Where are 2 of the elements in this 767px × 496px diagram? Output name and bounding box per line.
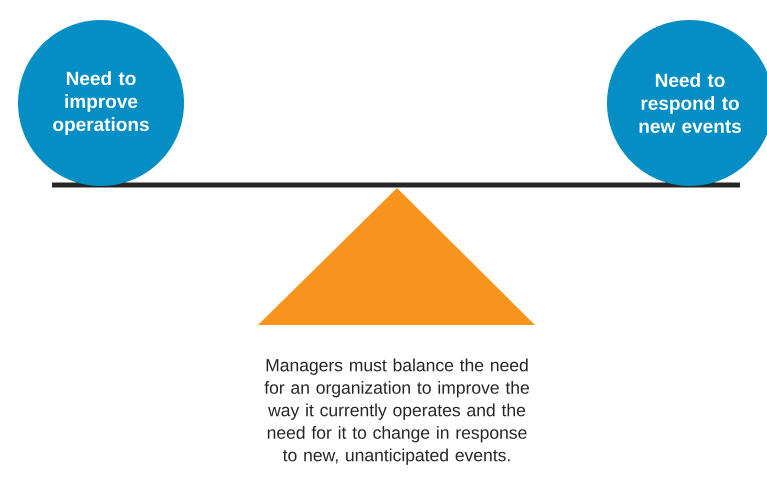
caption-text: Managers must balance the need for an organization to improve the way it currently operates and the need for it to change in response to new, unanticipated events. xyxy=(264,358,529,465)
circle-node: Need to improve operations xyxy=(18,20,184,186)
